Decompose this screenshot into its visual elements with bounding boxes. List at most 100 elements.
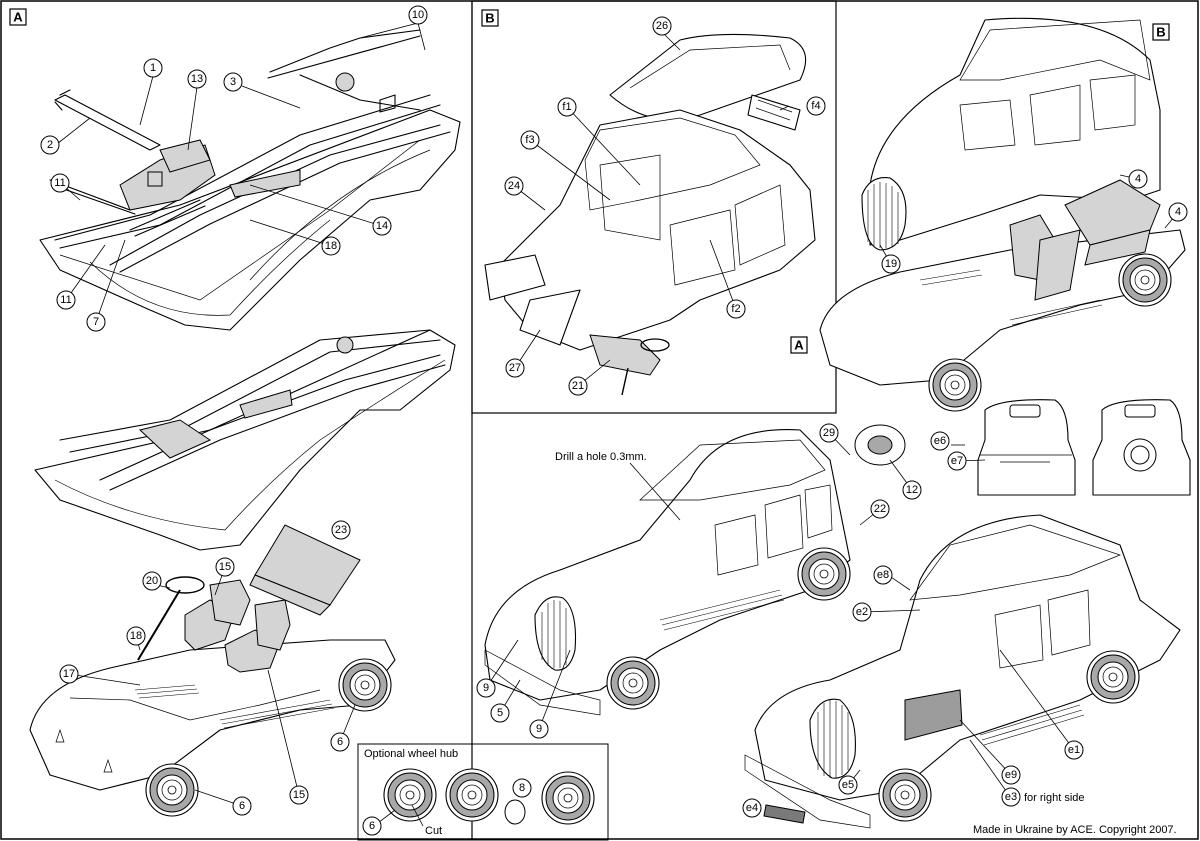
callout-27: 27 xyxy=(505,358,525,378)
callout-24: 24 xyxy=(504,176,524,196)
panel-b-body-frame xyxy=(471,0,837,414)
svg-text:e2: e2 xyxy=(856,606,868,618)
callout-22: 22 xyxy=(870,499,890,519)
svg-text:12: 12 xyxy=(906,484,918,496)
callout-e9: e9 xyxy=(1001,765,1021,785)
callout-15-top: 15 xyxy=(215,557,235,577)
svg-text:e3: e3 xyxy=(1005,791,1017,803)
chassis-exploded-drawing xyxy=(39,29,461,331)
svg-text:18: 18 xyxy=(325,240,337,252)
callout-9-left: 9 xyxy=(476,678,496,698)
callout-3: 3 xyxy=(223,72,243,92)
callout-21: 21 xyxy=(568,376,588,396)
callout-12: 12 xyxy=(902,480,922,500)
section-b-label-right: B xyxy=(1152,23,1170,41)
svg-text:9: 9 xyxy=(536,723,542,735)
callout-4-bottom: 4 xyxy=(1168,202,1188,222)
optional-wheel-hub-box xyxy=(357,743,609,841)
callout-f3: f3 xyxy=(520,130,540,150)
callout-2: 2 xyxy=(40,135,60,155)
callout-6-left: 6 xyxy=(232,796,252,816)
callout-26: 26 xyxy=(652,16,672,36)
svg-text:7: 7 xyxy=(93,316,99,328)
callout-f1: f1 xyxy=(557,97,577,117)
callout-e4: e4 xyxy=(742,798,762,818)
svg-text:3: 3 xyxy=(230,76,236,88)
svg-text:11: 11 xyxy=(60,294,71,306)
svg-text:5: 5 xyxy=(497,707,503,719)
svg-text:e8: e8 xyxy=(877,569,889,581)
svg-text:11: 11 xyxy=(54,177,65,189)
section-b-label-top: B xyxy=(481,9,499,27)
callout-10: 10 xyxy=(408,5,428,25)
svg-text:B: B xyxy=(485,11,494,26)
section-a-label: A xyxy=(9,8,27,26)
svg-text:8: 8 xyxy=(519,782,525,794)
callout-6-hub: 6 xyxy=(362,816,382,836)
svg-text:27: 27 xyxy=(509,362,521,374)
svg-text:6: 6 xyxy=(337,736,343,748)
callout-9-right: 9 xyxy=(529,719,549,739)
callout-e5: e5 xyxy=(838,775,858,795)
wheel-hub-options-drawing xyxy=(383,768,595,825)
svg-text:24: 24 xyxy=(508,180,520,192)
callout-15-bottom: 15 xyxy=(289,785,309,805)
svg-text:14: 14 xyxy=(376,220,388,232)
chassis-assembled-drawing xyxy=(34,329,456,551)
svg-text:20: 20 xyxy=(146,575,158,587)
svg-text:10: 10 xyxy=(412,9,424,21)
svg-text:13: 13 xyxy=(191,73,203,85)
callout-e8: e8 xyxy=(873,565,893,585)
interior-assembly-drawing xyxy=(29,524,396,817)
callout-f4: f4 xyxy=(806,96,826,116)
callout-23: 23 xyxy=(331,520,351,540)
svg-text:B: B xyxy=(1156,25,1165,40)
copyright-note: Made in Ukraine by ACE. Copyright 2007. xyxy=(973,824,1177,836)
callout-e1: e1 xyxy=(1064,740,1084,760)
svg-text:26: 26 xyxy=(656,20,668,32)
svg-text:2: 2 xyxy=(47,139,53,151)
svg-text:17: 17 xyxy=(63,668,75,680)
callout-18-bottom: 18 xyxy=(126,626,146,646)
svg-text:e4: e4 xyxy=(746,802,758,814)
callout-7: 7 xyxy=(86,312,106,332)
svg-text:22: 22 xyxy=(874,503,886,515)
svg-text:A: A xyxy=(794,338,804,353)
svg-text:A: A xyxy=(13,10,23,25)
callout-6-right: 6 xyxy=(330,732,350,752)
svg-text:23: 23 xyxy=(335,524,347,536)
callout-14: 14 xyxy=(372,216,392,236)
right-side-note: for right side xyxy=(1024,792,1085,804)
callout-13: 13 xyxy=(187,69,207,89)
svg-text:19: 19 xyxy=(885,258,897,270)
svg-text:f1: f1 xyxy=(562,101,571,113)
rear-view-drawings xyxy=(977,399,1191,496)
callout-29: 29 xyxy=(819,423,839,443)
callout-8: 8 xyxy=(512,778,532,798)
callout-17: 17 xyxy=(59,664,79,684)
svg-text:6: 6 xyxy=(369,820,375,832)
car-assembly-drawing-front xyxy=(484,424,906,716)
callout-1: 1 xyxy=(143,58,163,78)
svg-text:f3: f3 xyxy=(525,134,534,146)
callout-11-top: 11 xyxy=(50,173,70,193)
svg-text:4: 4 xyxy=(1175,206,1181,218)
callout-e2: e2 xyxy=(852,602,872,622)
callout-18-top: 18 xyxy=(321,236,341,256)
svg-text:15: 15 xyxy=(293,789,305,801)
svg-text:e6: e6 xyxy=(934,435,946,447)
optional-wheel-hub-title: Optional wheel hub xyxy=(364,748,458,760)
svg-text:e9: e9 xyxy=(1005,769,1017,781)
callout-f2: f2 xyxy=(726,299,746,319)
callout-20: 20 xyxy=(142,571,162,591)
callout-4-top: 4 xyxy=(1128,169,1148,189)
section-a-label-right: A xyxy=(790,336,808,354)
svg-text:15: 15 xyxy=(219,561,231,573)
callout-e7: e7 xyxy=(947,451,967,471)
callout-11-bottom: 11 xyxy=(56,290,76,310)
cut-note: Cut xyxy=(425,825,442,837)
svg-text:21: 21 xyxy=(572,380,584,392)
car-assembly-drawing-rear-three-quarter xyxy=(744,514,1181,829)
drill-hole-note: Drill a hole 0.3mm. xyxy=(555,451,647,463)
